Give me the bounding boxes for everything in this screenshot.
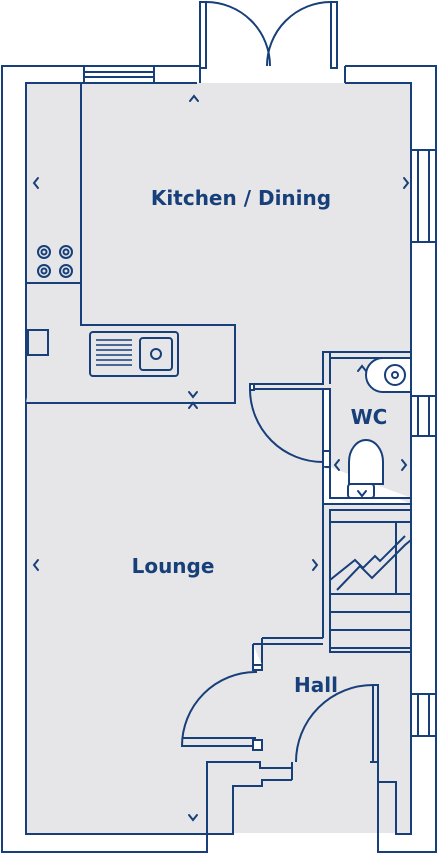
top-window bbox=[83, 65, 155, 84]
room-label-wc: WC bbox=[351, 405, 388, 429]
floor-fill bbox=[26, 83, 412, 833]
toilet-icon bbox=[347, 439, 384, 499]
room-label-lounge: Lounge bbox=[132, 554, 215, 578]
dimension-arrow-icon bbox=[32, 94, 410, 822]
basin-icon bbox=[365, 357, 412, 393]
room-label-hall: Hall bbox=[294, 673, 338, 697]
fridge-icon bbox=[27, 329, 49, 356]
room-label-kitchen-dining: Kitchen / Dining bbox=[151, 186, 331, 210]
interior-doors bbox=[180, 383, 379, 763]
sink-icon bbox=[89, 331, 179, 377]
right-windows bbox=[410, 149, 437, 737]
staircase bbox=[329, 521, 412, 649]
kitchen-counter bbox=[26, 83, 236, 404]
french-doors bbox=[199, 1, 338, 69]
hob-icon bbox=[37, 245, 73, 278]
